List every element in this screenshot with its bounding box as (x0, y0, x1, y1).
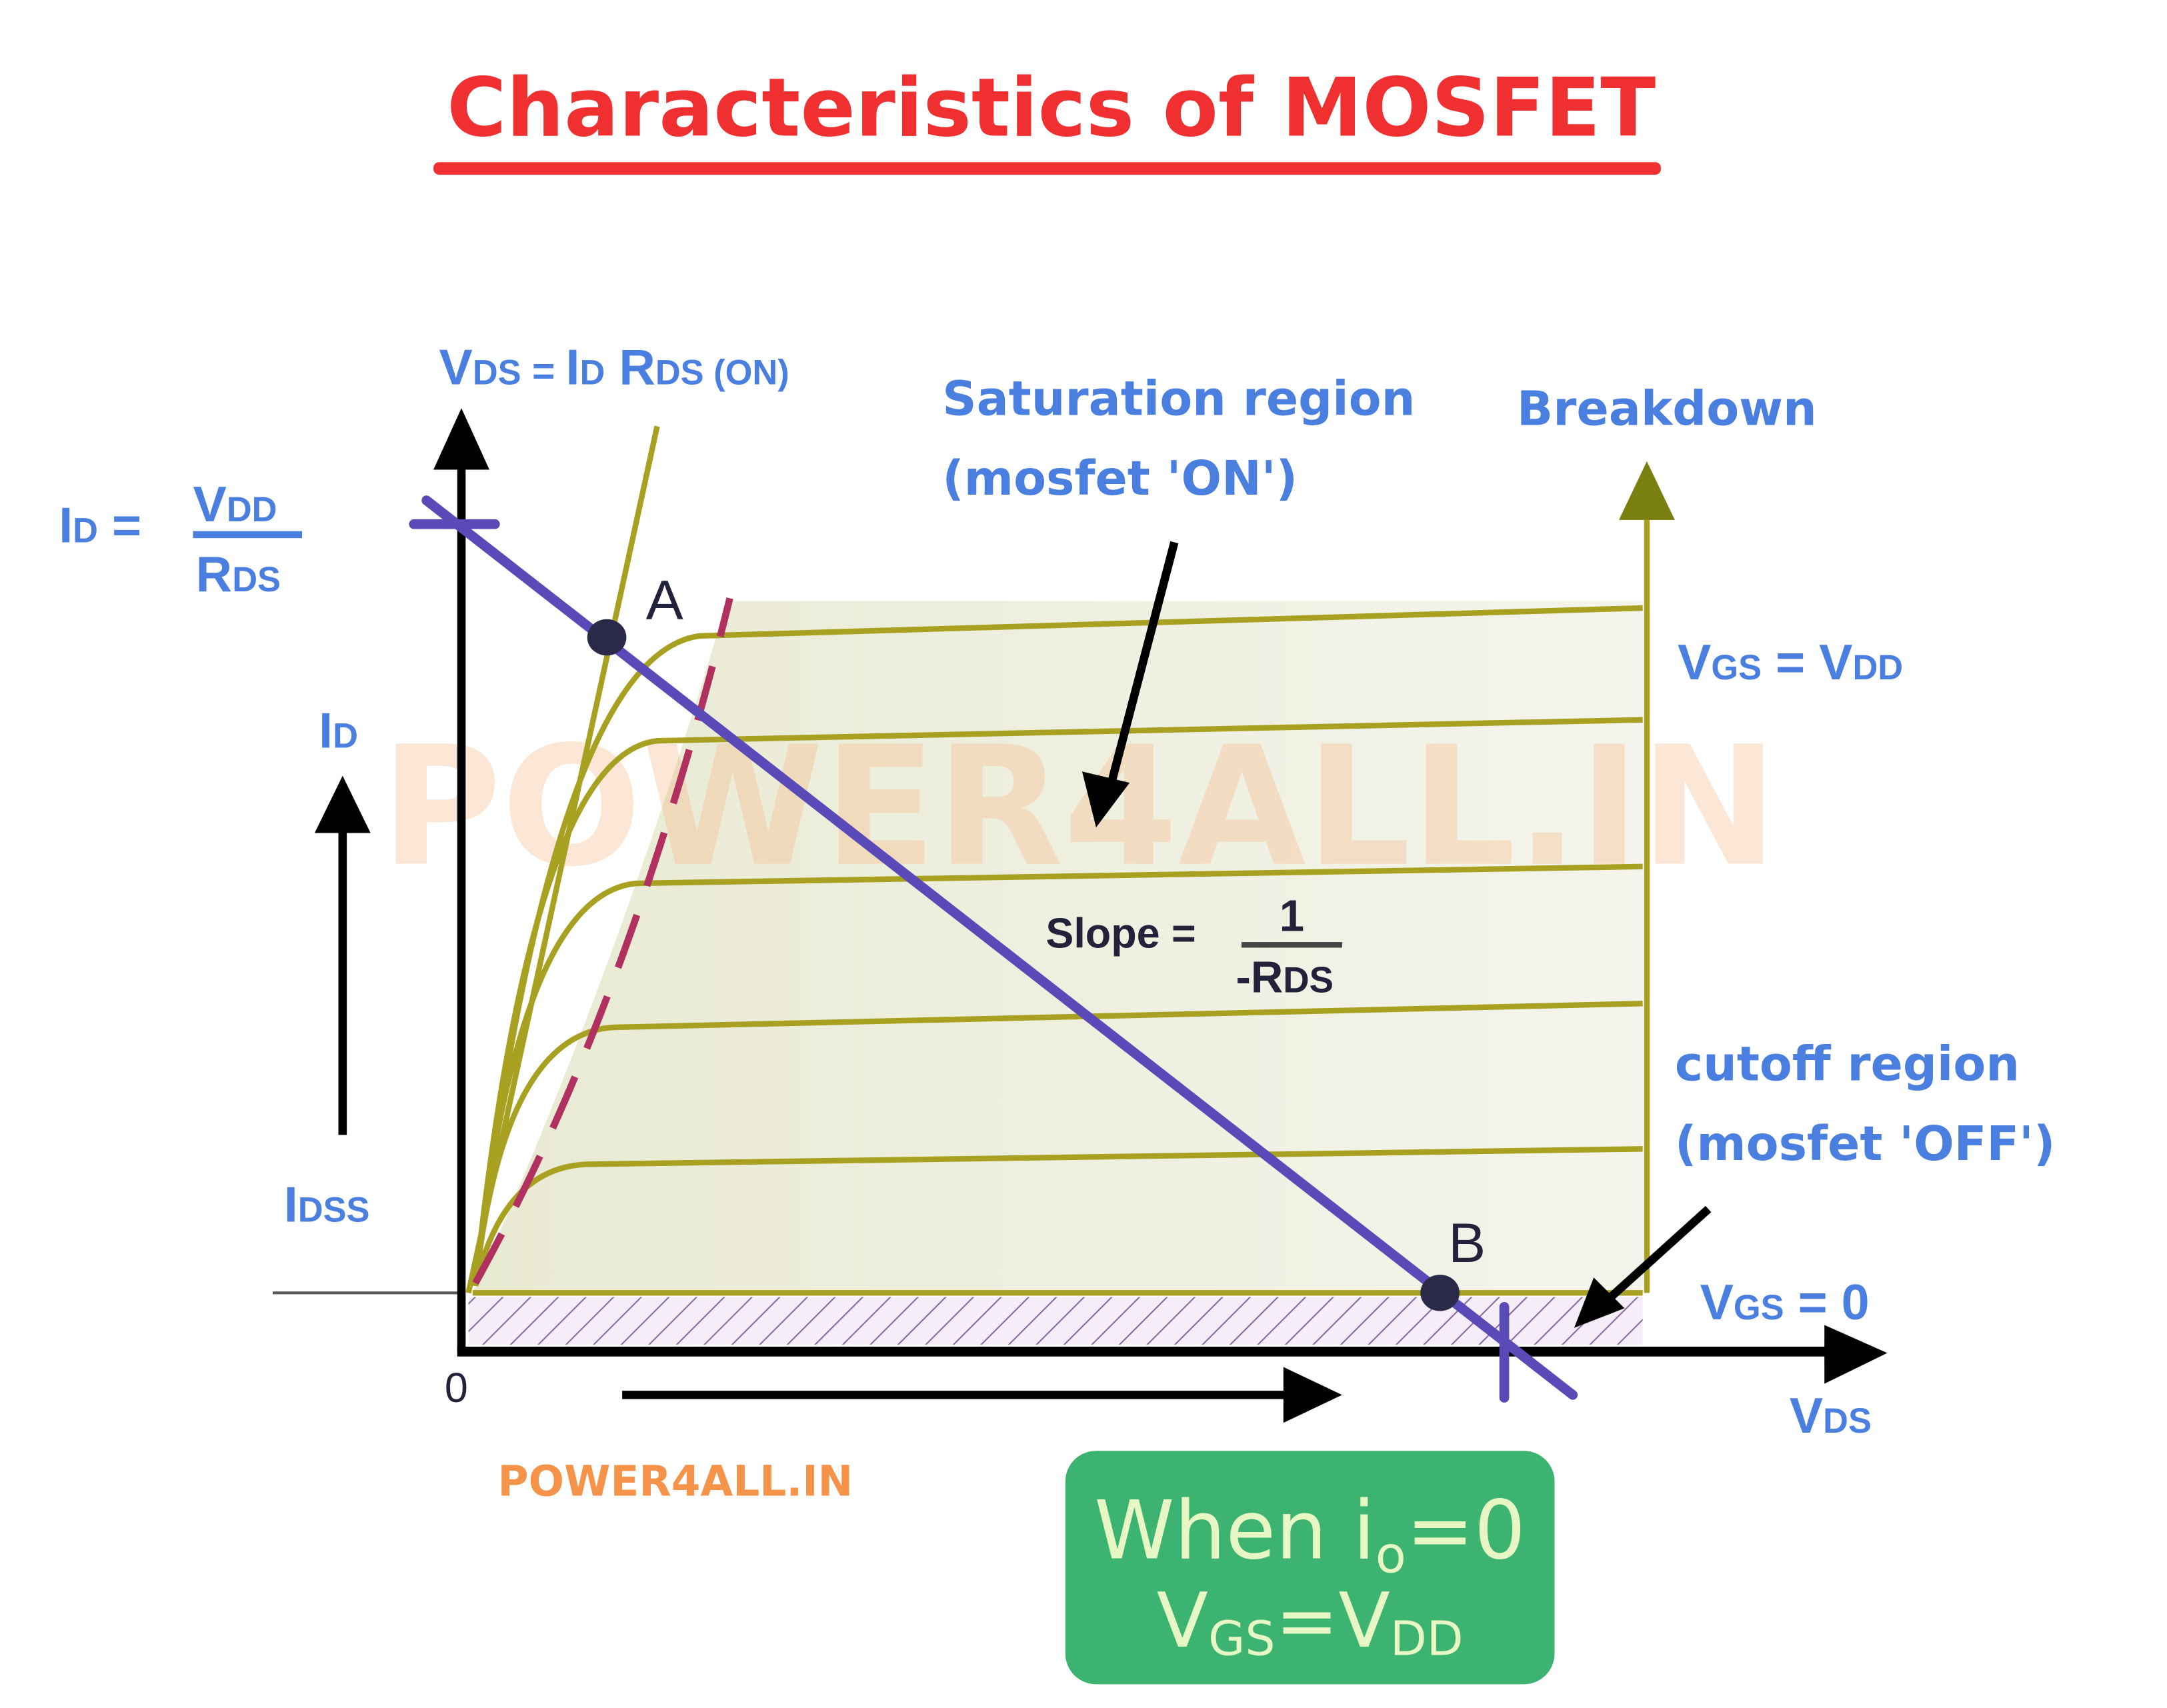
title-underline (433, 162, 1661, 175)
saturation-pointer-arrow (1107, 541, 1179, 784)
slope-denominator: -RDS (1236, 953, 1334, 1003)
watermark: POWER4ALL.IN (381, 711, 1778, 903)
y-axis-arrow (433, 408, 489, 470)
note-line-1: When io=0 (1094, 1483, 1526, 1585)
point-b (1420, 1275, 1460, 1311)
vds-axis-label: VDS (1790, 1387, 1872, 1443)
idss-label: IDSS (284, 1176, 370, 1232)
slope-numerator: 1 (1280, 891, 1304, 941)
slope-fraction-bar (1241, 942, 1342, 948)
vds-equation-label: VDS = ID RDS (ON) (439, 339, 789, 395)
cutoff-hatch (468, 1297, 1643, 1345)
origin-label: 0 (445, 1365, 468, 1411)
id-equation-label: ID = (59, 497, 141, 553)
breakdown-label: Breakdown (1517, 381, 1817, 436)
id-direction-arrow-head (314, 775, 371, 833)
operating-region (472, 601, 1643, 1293)
note-line-2: VGS=VDD (1157, 1577, 1464, 1667)
vgs-vdd-label: VGS = VDD (1678, 634, 1903, 690)
vgs-0-label: VGS = 0 (1700, 1274, 1870, 1330)
point-a-label: A (646, 569, 683, 631)
page-title: Characteristics of MOSFET (447, 60, 1656, 155)
brand-label: POWER4ALL.IN (498, 1457, 853, 1505)
curve-3 (472, 863, 1643, 1287)
slope-label: Slope = (1045, 910, 1196, 957)
id-equation-denominator: RDS (196, 546, 281, 602)
ohmic-line (465, 425, 660, 1294)
vds-direction-arrow-head (1283, 1367, 1342, 1423)
saturation-region-label: Saturation region (mosfet 'ON') (942, 371, 1432, 507)
breakdown-arrow-head (1618, 461, 1675, 520)
id-equation-numerator: VDD (193, 476, 277, 532)
id-axis-label: ID (319, 703, 358, 759)
id-equation-bar (193, 531, 303, 539)
x-axis-arrow (1824, 1325, 1888, 1384)
cutoff-pointer-head (1574, 1277, 1625, 1328)
cutoff-region-label: cutoff region (mosfet 'OFF') (1675, 1037, 2056, 1172)
cutoff-pointer-arrow (1604, 1205, 1712, 1303)
point-b-label: B (1448, 1211, 1486, 1274)
saturation-pointer-head (1081, 771, 1130, 828)
point-a (587, 619, 627, 656)
note-box (1065, 1451, 1555, 1685)
